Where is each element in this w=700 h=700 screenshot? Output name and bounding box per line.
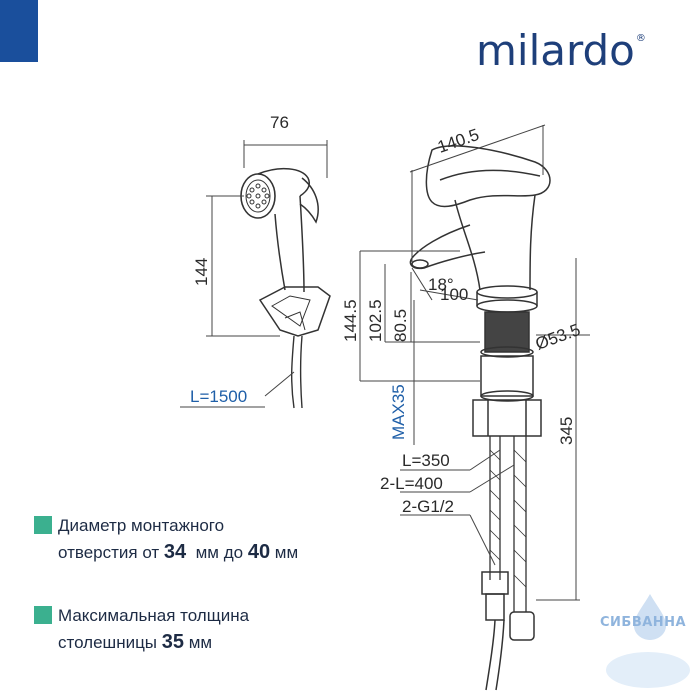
feature-countertop-thickness: Максимальная толщина столешницы 35 мм bbox=[34, 602, 249, 656]
watermark-text: СИБВАННА bbox=[600, 615, 687, 630]
dim-max-thickness: MAX35 bbox=[389, 384, 408, 440]
faucet bbox=[409, 145, 551, 691]
dim-spout-angle: 18° bbox=[428, 275, 454, 294]
bullet-square bbox=[34, 516, 52, 534]
dim-body-diameter: Ø53.5 bbox=[533, 320, 583, 354]
dim-flex-hose-2: 2-L=400 bbox=[380, 474, 443, 493]
bullet-square bbox=[34, 606, 52, 624]
dim-handshower-height: 144 bbox=[192, 258, 211, 286]
dim-handshower-width: 76 bbox=[270, 113, 289, 132]
dim-height-spout: 102.5 bbox=[366, 299, 385, 342]
dim-flex-hose-1: L=350 bbox=[402, 451, 450, 470]
dim-height-total: 144.5 bbox=[341, 299, 360, 342]
dim-height-outlet: 80.5 bbox=[391, 309, 410, 342]
dim-spout-reach: 100 bbox=[440, 285, 468, 304]
brand-logo: milardo® bbox=[476, 26, 646, 75]
dim-below-height: 345 bbox=[557, 417, 576, 445]
hand-shower bbox=[240, 167, 331, 409]
dim-hose-length: L=1500 bbox=[190, 387, 247, 406]
dim-faucet-length: 140.5 bbox=[435, 125, 481, 157]
watermark-logo bbox=[606, 594, 690, 688]
corner-accent bbox=[0, 0, 38, 62]
dim-thread: 2-G1/2 bbox=[402, 497, 454, 516]
feature-hole-diameter: Диаметр монтажного отверстия от 34 мм до… bbox=[34, 512, 298, 566]
